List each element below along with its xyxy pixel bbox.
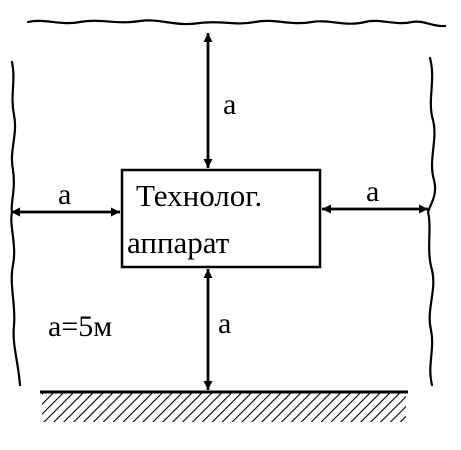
apparatus-box	[120, 168, 322, 269]
right-distance-label: a	[366, 175, 379, 208]
apparatus-label-line2: аппарат	[127, 225, 230, 260]
right-wall-edge	[426, 56, 437, 387]
bottom-distance-label: a	[218, 307, 231, 340]
ground-hatching	[42, 392, 406, 422]
distance-value-note: a=5м	[48, 310, 112, 343]
apparatus-label-line1: Технолог.	[136, 178, 262, 213]
top-distance-label: a	[223, 88, 236, 121]
left-distance-label: a	[58, 178, 71, 211]
left-wall-edge	[10, 60, 22, 387]
top-wall-edge	[26, 19, 447, 28]
